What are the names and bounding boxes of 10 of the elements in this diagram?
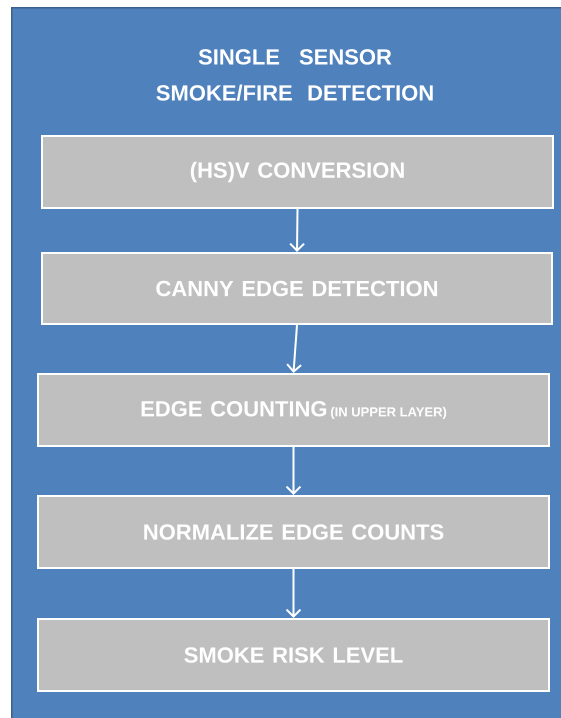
process-box: CANNY EDGE DETECTION [41, 252, 553, 325]
arrow [286, 324, 302, 373]
panel-title: SINGLE SENSOR SMOKE/FIRE DETECTION [156, 49, 433, 101]
arrow [286, 569, 302, 618]
arrow [286, 447, 302, 495]
process-box: EDGE COUNTING (IN UPPER LAYER) [37, 373, 550, 447]
process-box: NORMALIZE EDGE COUNTS [37, 495, 550, 569]
arrow [289, 209, 305, 252]
process-box: (HS)V CONVERSION [41, 135, 554, 209]
process-box: SMOKE RISK LEVEL [37, 618, 550, 692]
